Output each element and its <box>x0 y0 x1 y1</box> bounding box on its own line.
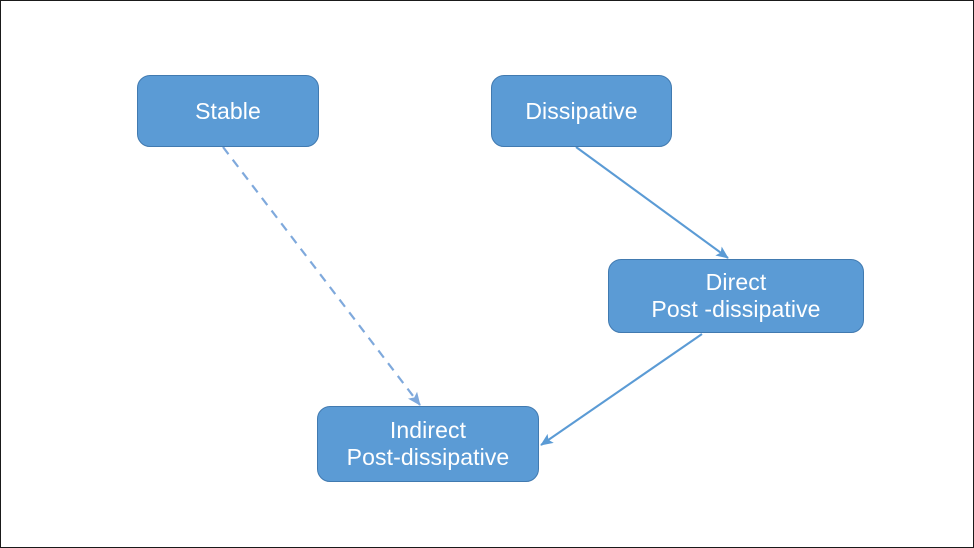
edge-direct-to-indirect <box>540 333 703 446</box>
stable-node-label: Stable <box>195 97 261 124</box>
direct-node-label-line1: Direct <box>705 269 767 296</box>
indirect-node-label-line2: Post-dissipative <box>346 444 510 470</box>
indirect-node-label-line1: Indirect <box>389 417 467 444</box>
dissipative-node-label: Dissipative <box>525 97 638 124</box>
dissipative-node[interactable]: Dissipative <box>491 75 672 147</box>
stable-node[interactable]: Stable <box>137 75 319 147</box>
edge-stable-to-indirect <box>222 146 421 406</box>
edge-dissipative-to-direct <box>575 146 729 259</box>
direct-node-label-line2: Post -dissipative <box>651 296 821 322</box>
indirect-post-dissipative-node[interactable]: Indirect Post-dissipative <box>317 406 539 482</box>
direct-post-dissipative-node[interactable]: Direct Post -dissipative <box>608 259 864 333</box>
